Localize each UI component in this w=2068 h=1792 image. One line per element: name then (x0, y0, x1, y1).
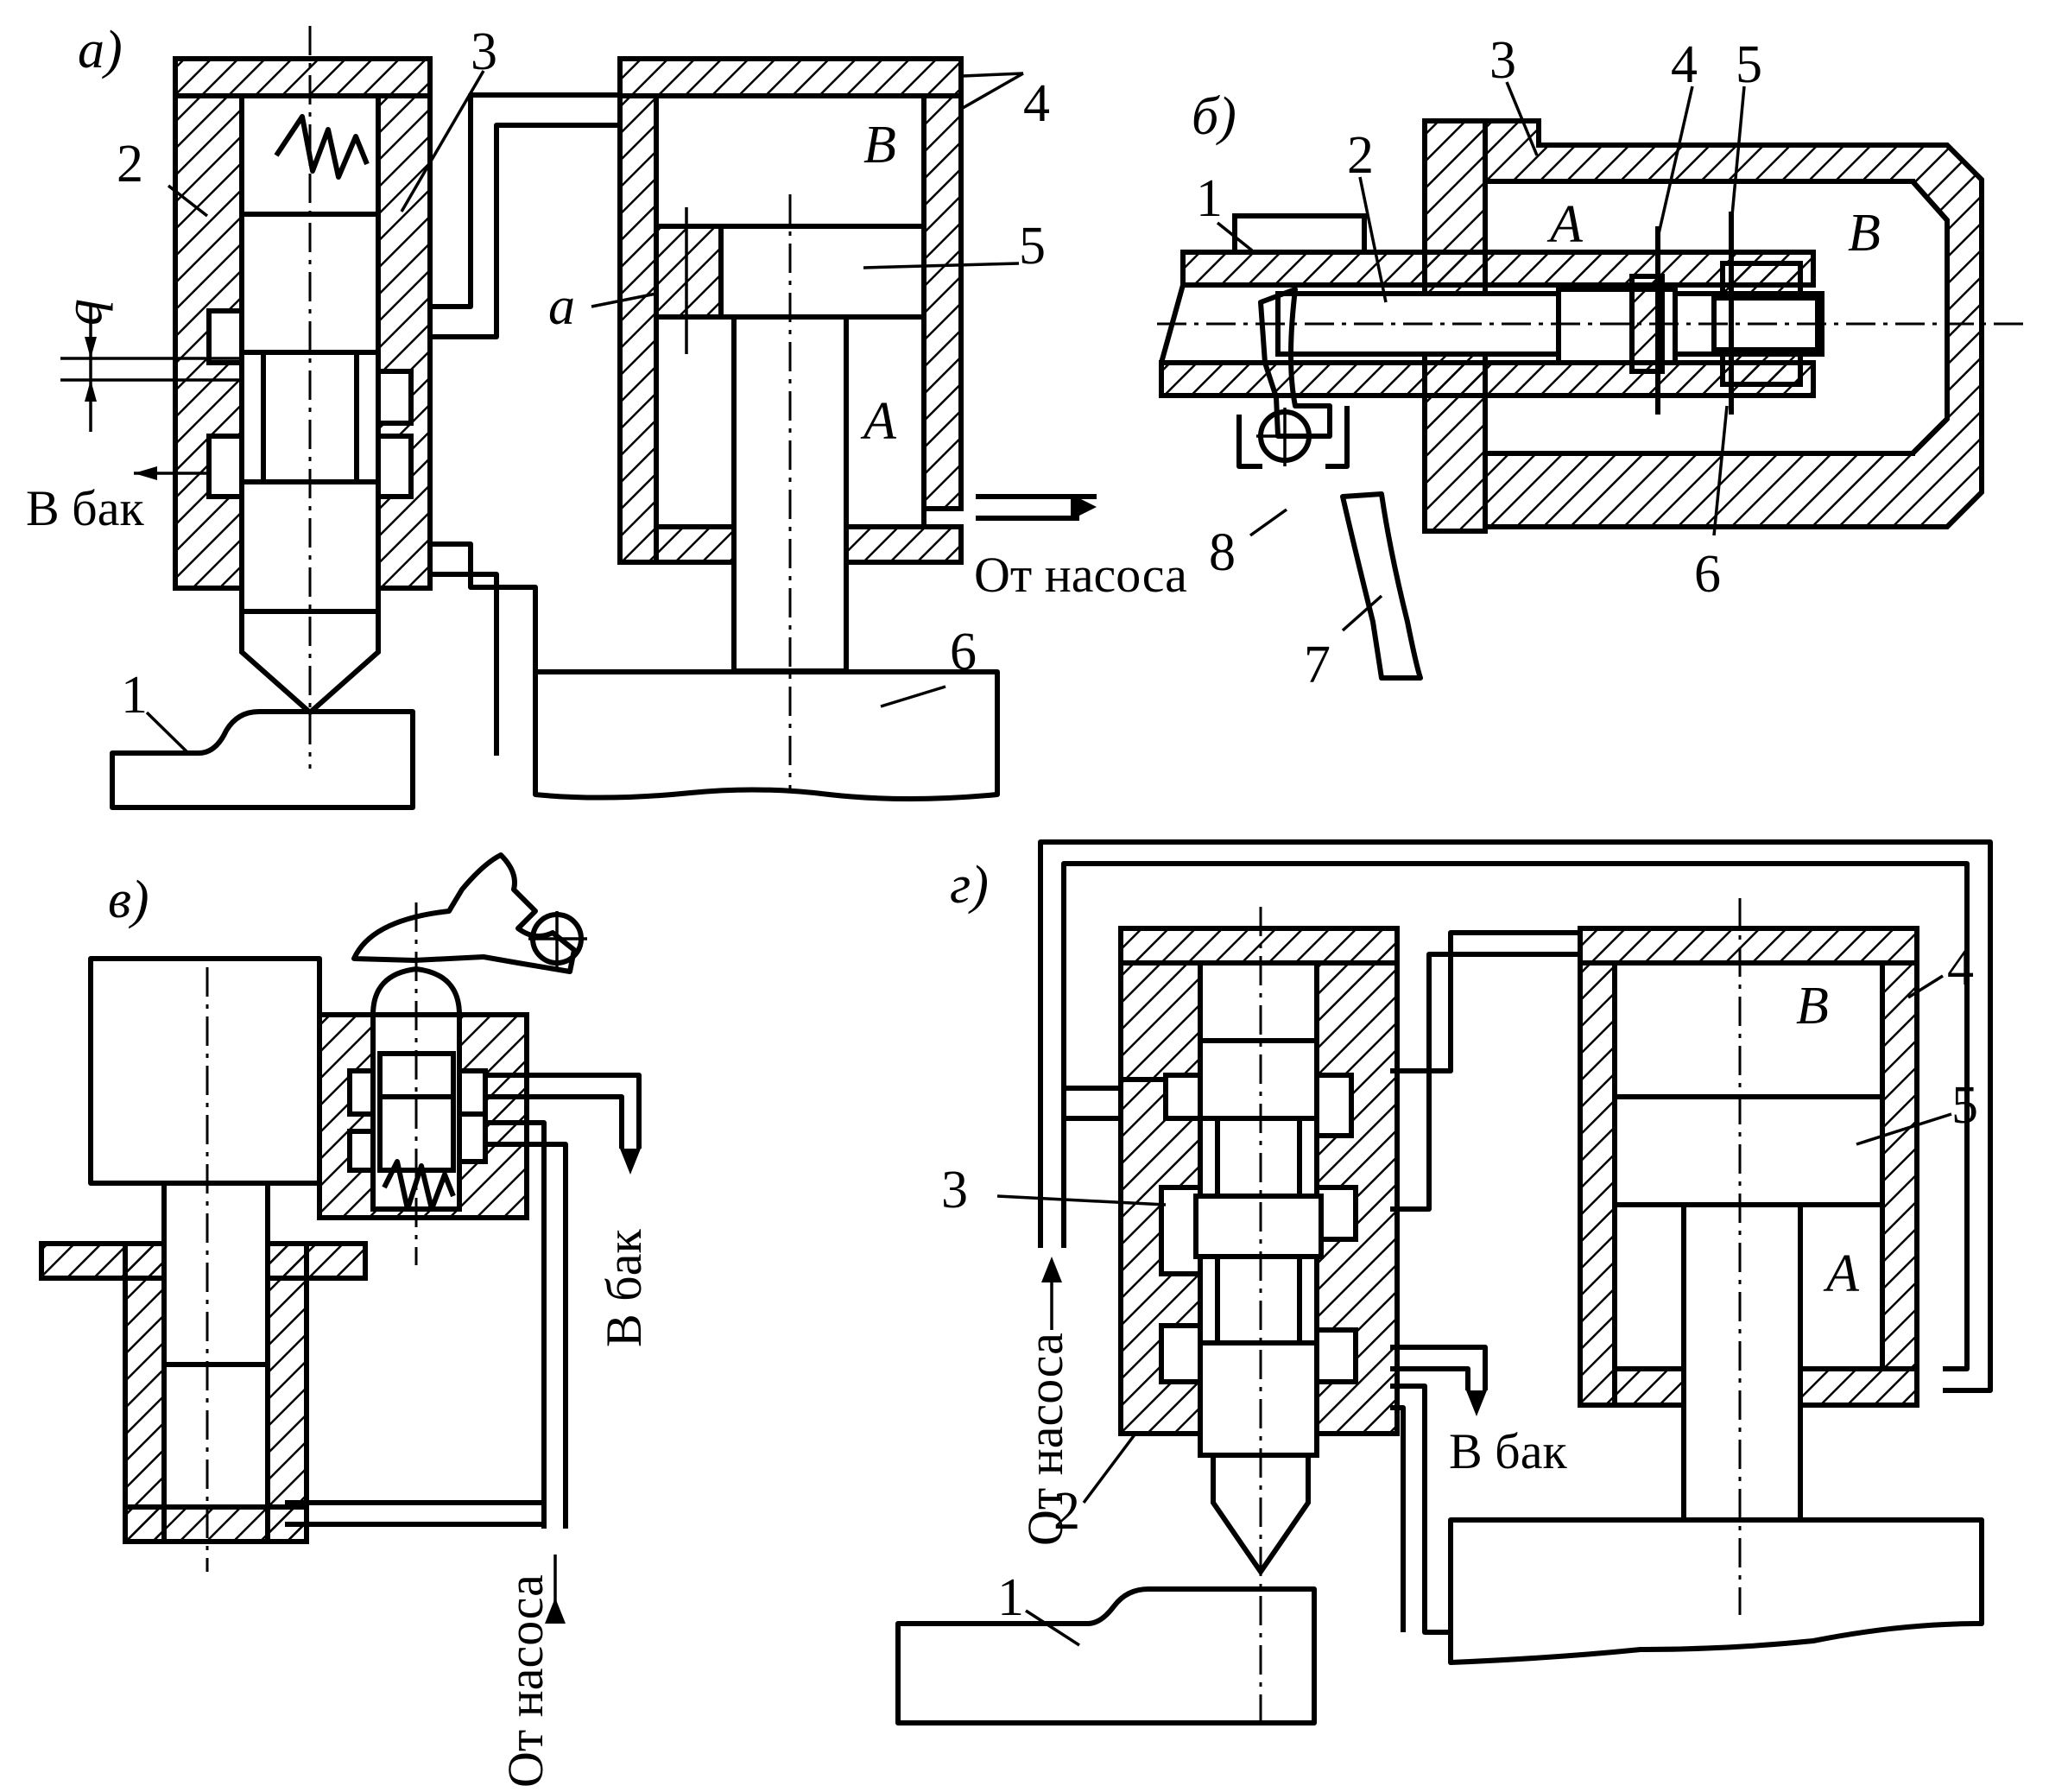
pipes-g (1038, 839, 1993, 1635)
panel-a-letter: а) (78, 21, 123, 79)
caption-pump-v: От насоса (497, 1574, 553, 1788)
slide-block (88, 956, 322, 1186)
panel-a: q В бак (26, 21, 1187, 810)
label-3-a: 3 (471, 22, 497, 81)
label-A-b: A (1546, 195, 1584, 254)
pivot-v (528, 911, 587, 967)
slide-6 (533, 669, 1000, 801)
caption-tank-v: В бак (596, 1229, 652, 1347)
label-4-g: 4 (1947, 938, 1974, 997)
label-1-g: 1 (997, 1568, 1024, 1627)
caption-tank-g: В бак (1449, 1423, 1567, 1479)
label-A-a: A (860, 392, 897, 451)
label-3-b: 3 (1489, 31, 1516, 90)
template-1 (110, 709, 415, 810)
label-2-g: 2 (1053, 1482, 1080, 1541)
label-6-b: 6 (1694, 545, 1721, 604)
pipes-a (430, 92, 1097, 756)
label-5-b: 5 (1736, 35, 1762, 94)
label-5-g: 5 (1951, 1076, 1978, 1135)
pivot-8 (1256, 408, 1312, 466)
label-B-a: B (863, 116, 896, 174)
label-A-g: A (1823, 1244, 1860, 1303)
stop-7 (1340, 491, 1423, 681)
panel-b-letter: б) (1192, 87, 1236, 146)
label-2-a: 2 (117, 135, 143, 193)
label-a-a: a (548, 277, 575, 336)
panel-g-letter: г) (950, 856, 989, 915)
label-q: q (54, 299, 113, 326)
template-1-g (895, 1586, 1317, 1726)
label-2-b: 2 (1347, 126, 1374, 185)
pipes-v (285, 1073, 642, 1624)
caption-tank-a: В бак (26, 480, 144, 536)
lever-cam (351, 852, 577, 974)
label-5-a: 5 (1019, 217, 1046, 275)
spring (274, 114, 370, 180)
label-3-g: 3 (941, 1161, 968, 1219)
slide-g (1448, 1517, 1984, 1665)
panel-g: г) 1 2 3 4 5 A B В бак От насоса (895, 839, 1993, 1727)
panel-b: б) 1 2 3 4 5 6 7 8 A B (1157, 31, 2025, 694)
label-6-a: 6 (950, 623, 977, 681)
label-1-b: 1 (1196, 169, 1223, 228)
spring-v (382, 1159, 456, 1212)
cylinder-v (39, 1181, 368, 1544)
label-8-b: 8 (1209, 523, 1236, 582)
caption-pump-g: От насоса (1017, 1333, 1073, 1546)
panel-v-letter: в) (108, 871, 149, 929)
label-B-b: B (1848, 204, 1881, 263)
piston-5-g (1612, 1094, 1885, 1523)
label-4-a: 4 (1023, 74, 1050, 133)
label-B-g: B (1796, 977, 1829, 1035)
label-7-b: 7 (1304, 636, 1331, 694)
gap-dimension-q (60, 307, 242, 432)
panel-v: в) В бак От насоса (39, 852, 652, 1788)
label-4-b: 4 (1671, 35, 1698, 94)
caption-pump-a: От насоса (974, 547, 1187, 603)
label-1-a: 1 (121, 666, 148, 725)
